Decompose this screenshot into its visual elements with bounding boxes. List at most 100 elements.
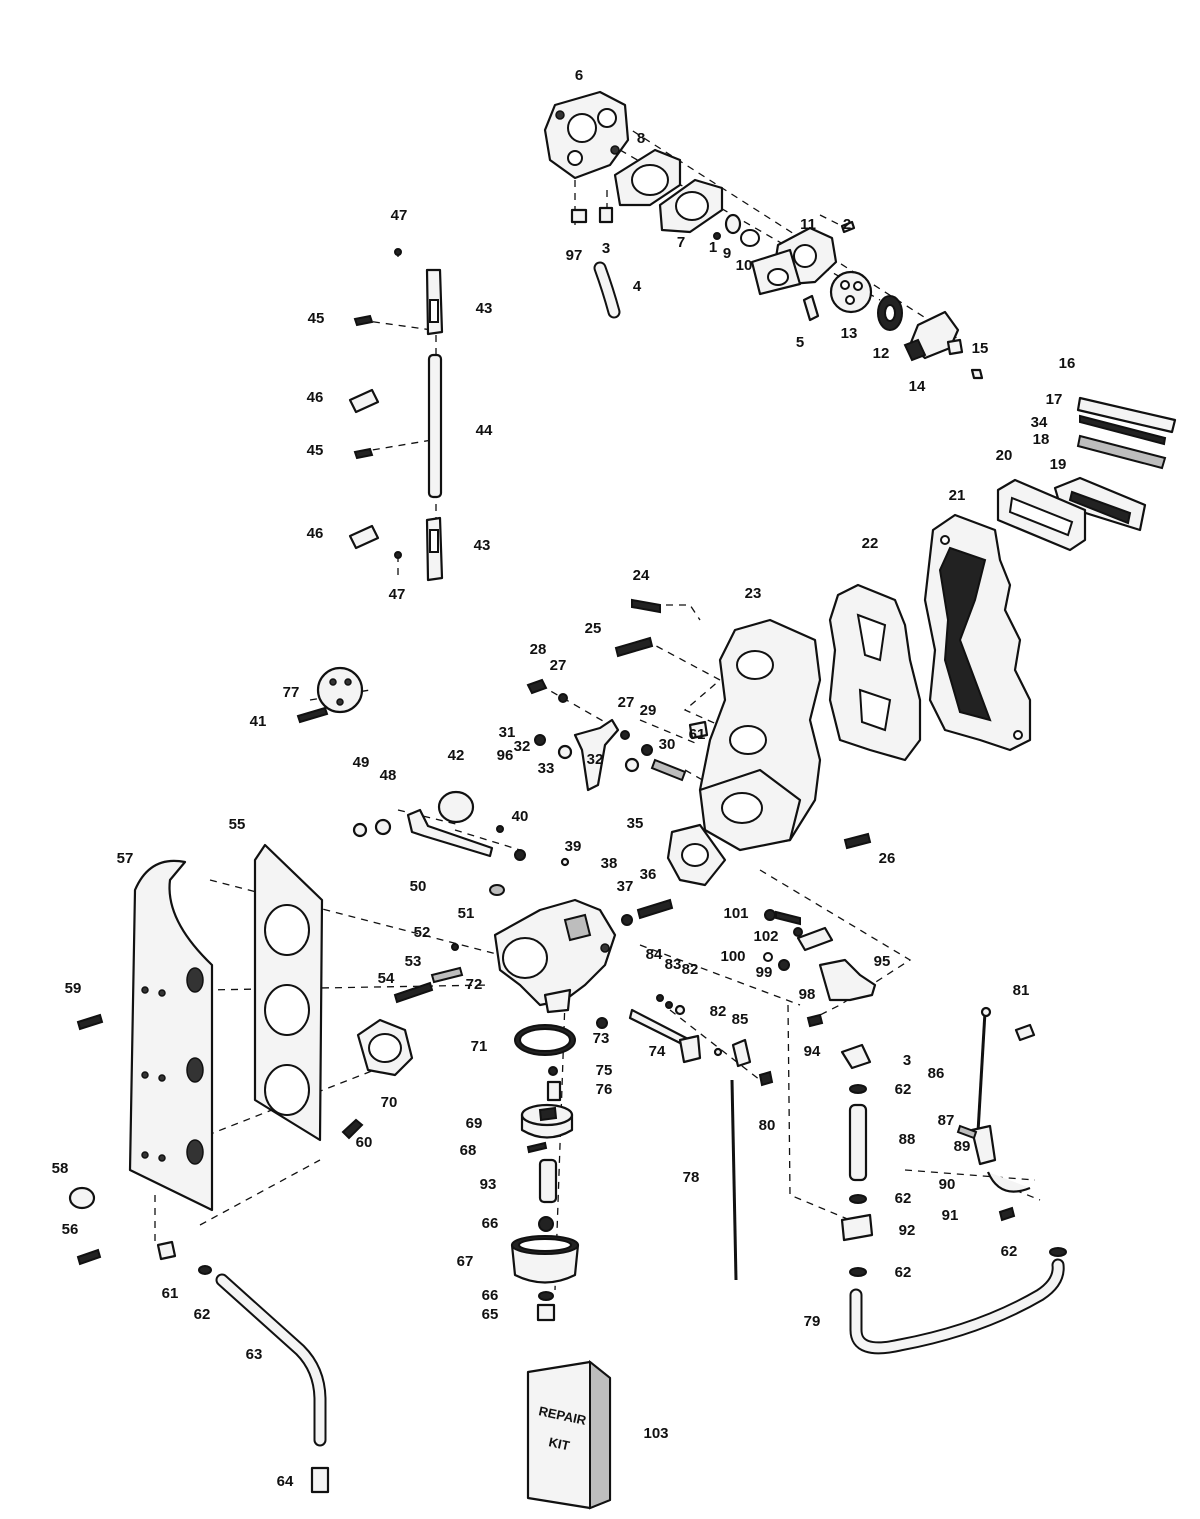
callout-c47a: 47 [391,207,408,224]
callout-c55: 55 [229,816,246,833]
drain-fitting-64 [310,1466,330,1494]
repair-kit-box-103: REPAIR KIT [526,1359,612,1510]
callout-c73: 73 [593,1030,610,1047]
callout-c1: 1 [709,239,717,256]
gasket-55 [253,843,324,1142]
callout-c2: 2 [843,216,851,233]
link-bracket-43-bottom [425,516,444,582]
gasket-8 [613,148,682,207]
callout-c7: 7 [677,234,685,251]
callout-c15: 15 [972,340,989,357]
callout-c75: 75 [596,1062,613,1079]
tee-fitting-92 [840,1213,874,1242]
callout-c74: 74 [649,1043,666,1060]
callout-c30: 30 [659,736,676,753]
callout-c95: 95 [874,953,891,970]
float-69-needle [520,1066,574,1154]
callout-c76: 76 [596,1081,613,1098]
callout-c87: 87 [938,1112,955,1129]
link-rod-44 [427,353,443,499]
callout-c5: 5 [796,334,804,351]
gasket-35 [666,823,727,887]
callout-c45b: 45 [307,442,324,459]
nozzle-93 [538,1158,558,1232]
callout-c58: 58 [52,1160,69,1177]
callout-c83: 83 [665,956,682,973]
callout-c32b: 32 [587,751,604,768]
callout-c66a: 66 [482,1215,499,1232]
callout-c84: 84 [646,946,663,963]
callout-c38: 38 [601,855,618,872]
callout-c103: 103 [643,1425,668,1442]
float-bowl-gasket-71 [514,1024,576,1056]
callout-c82b: 82 [710,1003,727,1020]
callout-c35: 35 [627,815,644,832]
callout-c100: 100 [720,948,745,965]
callout-c12: 12 [873,345,890,362]
callout-c6: 6 [575,67,583,84]
callout-c67: 67 [457,1253,474,1270]
callout-c27b: 27 [618,694,635,711]
callout-c62b: 62 [895,1190,912,1207]
callout-c41: 41 [250,713,267,730]
callout-c70: 70 [381,1094,398,1111]
float-bowl-67 [510,1235,580,1284]
callout-c66b: 66 [482,1287,499,1304]
silencer-cover-57 [128,859,214,1212]
callout-c61b: 61 [162,1285,179,1302]
cover-plate-77 [296,666,364,724]
callout-c10: 10 [736,257,753,274]
small-parts-pump [570,206,856,322]
callout-c79: 79 [804,1313,821,1330]
callout-c46a: 46 [307,389,324,406]
callout-c18: 18 [1033,431,1050,448]
callout-c51: 51 [458,905,475,922]
callout-c85: 85 [732,1011,749,1028]
callout-c63: 63 [246,1346,263,1363]
callout-c49: 49 [353,754,370,771]
callout-c34: 34 [1031,414,1048,431]
callout-c96: 96 [497,747,514,764]
callout-c68: 68 [460,1142,477,1159]
callout-c91: 91 [942,1207,959,1224]
link-bracket-43-top [425,268,444,336]
choke-shaft-74 [628,994,774,1087]
callout-c21: 21 [949,487,966,504]
fuel-pump-cover-6 [543,90,630,180]
drain-hose-63 [215,1273,327,1447]
filter-cap-14 [903,310,984,380]
throttle-plate-42 [437,790,475,824]
callout-c27a: 27 [550,657,567,674]
callout-c50: 50 [410,878,427,895]
fitting-3-lower [840,1043,872,1070]
callout-c53: 53 [405,953,422,970]
callout-c81: 81 [1013,982,1030,999]
callout-c9: 9 [723,245,731,262]
callout-c94: 94 [804,1043,821,1060]
callout-c29: 29 [640,702,657,719]
callout-c78: 78 [683,1169,700,1186]
callout-c71: 71 [471,1038,488,1055]
callout-c72: 72 [466,976,483,993]
callout-c93: 93 [480,1176,497,1193]
gasket-20 [996,478,1087,552]
callout-c45a: 45 [308,310,325,327]
fuel-hose-4 [593,261,621,319]
callout-c92: 92 [899,1222,916,1239]
throttle-shaft-50 [352,808,570,896]
callout-c90: 90 [939,1176,956,1193]
fitting-61-lower [156,1240,212,1275]
check-valve-plate-13 [829,270,873,314]
callout-c4: 4 [633,278,642,295]
callout-c19: 19 [1050,456,1067,473]
callout-c82a: 82 [682,961,699,978]
hose-79 [849,1258,1065,1355]
callout-c42: 42 [448,747,465,764]
callout-c25: 25 [585,620,602,637]
choke-rod-78 [730,1079,738,1281]
callout-c62c: 62 [895,1264,912,1281]
pump-body-11 [750,226,838,296]
link-clips-46 [348,388,380,550]
left-screws-56-59-60 [68,1013,364,1266]
